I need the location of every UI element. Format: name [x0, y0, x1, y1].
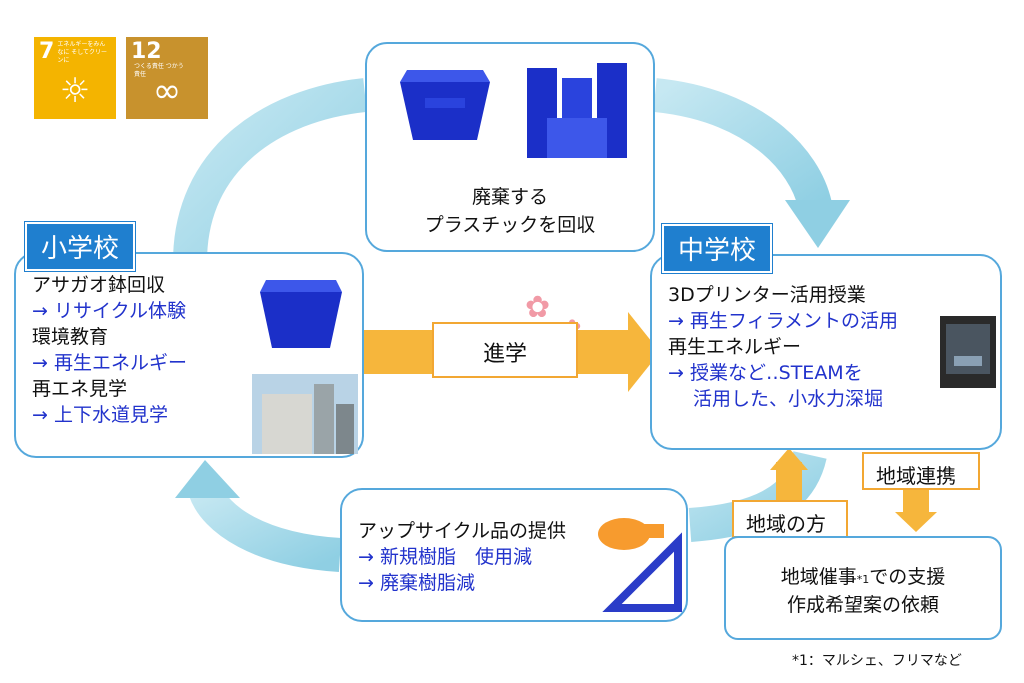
sun-icon: ☼	[59, 71, 91, 111]
stacked-pots-image	[527, 63, 627, 158]
elementary-line: 再エネ見学	[32, 378, 128, 400]
sdg-12-number: 12	[131, 39, 162, 64]
whistle-and-ruler-image	[598, 518, 682, 612]
water-facility-photo	[252, 374, 358, 454]
regional-arrow-body	[903, 485, 929, 515]
junior-high-box: 3Dプリンター活用授業 → 再生フィラメントの活用再生エネルギー → 授業など‥ST…	[650, 254, 1002, 450]
community-label: 地域の方	[732, 500, 848, 538]
elementary-line: → リサイクル体験	[32, 300, 187, 322]
community-request-box: 地域催事*1での支援 作成希望案の依頼	[724, 536, 1002, 640]
community-request-line1: 地域催事*1での支援	[780, 566, 946, 588]
plastic-collection-box: 廃棄する プラスチックを回収	[365, 42, 655, 252]
cycle-arrowhead-right	[785, 200, 850, 248]
junior-high-line: 3Dプリンター活用授業	[668, 284, 866, 306]
cycle-arc-bottom-left	[188, 483, 342, 572]
sdg-12-caption: つくる責任 つかう責任	[134, 63, 184, 78]
upcycle-line: → 新規樹脂 使用減	[358, 546, 532, 568]
plastic-collection-line1: 廃棄する	[471, 186, 548, 208]
flower-pot-image	[260, 280, 342, 348]
footnote: *1：マルシェ、フリマなど	[792, 653, 962, 669]
junior-high-line: → 再生フィラメントの活用	[668, 310, 899, 332]
elementary-school-box: アサガオ鉢回収 → リサイクル体験環境教育 → 再生エネルギー再エネ見学 → 上下水道…	[14, 252, 364, 458]
elementary-line: アサガオ鉢回収	[32, 274, 166, 296]
advance-arrowhead	[628, 312, 660, 392]
regional-arrowhead-down	[895, 512, 937, 532]
flower-pot-image	[400, 70, 490, 140]
junior-high-line: 再生エネルギー	[668, 336, 802, 358]
cycle-arc-top-left	[173, 78, 367, 263]
junior-high-text: 3Dプリンター活用授業 → 再生フィラメントの活用再生エネルギー → 授業など‥ST…	[668, 282, 898, 412]
infinity-icon: ∞	[152, 71, 182, 111]
junior-high-tag: 中学校	[662, 224, 773, 273]
elementary-line: → 上下水道見学	[32, 404, 168, 426]
sdg-7-number: 7	[39, 39, 55, 64]
plastic-collection-line2: プラスチックを回収	[424, 214, 596, 236]
elementary-school-tag: 小学校	[25, 222, 136, 271]
sdg-12-badge: 12つくる責任 つかう責任 ∞	[126, 37, 208, 119]
sdg-7-caption: エネルギーをみんなに そしてクリーンに	[57, 41, 108, 64]
elementary-line: → 再生エネルギー	[32, 352, 187, 374]
cycle-arrowhead-left	[175, 460, 240, 498]
cherry-blossom-icon: ✿	[525, 290, 551, 325]
elementary-line: 環境教育	[32, 326, 109, 348]
upcycle-text: アップサイクル品の提供 → 新規樹脂 使用減 → 廃棄樹脂減	[358, 518, 566, 596]
3d-printer-image	[940, 316, 996, 388]
cycle-arc-top-right	[653, 78, 832, 210]
community-request-line2: 作成希望案の依頼	[786, 594, 939, 616]
upcycle-line: アップサイクル品の提供	[358, 520, 567, 542]
advance-label: 進学	[432, 322, 578, 378]
junior-high-line: → 授業など‥STEAMを	[668, 362, 863, 384]
junior-high-line: 活用した、小水力深堀	[668, 388, 884, 410]
community-arrowhead-up	[770, 448, 808, 470]
elementary-text: アサガオ鉢回収 → リサイクル体験環境教育 → 再生エネルギー再エネ見学 → 上下水道…	[32, 272, 187, 428]
regional-cooperation-label: 地域連携	[862, 452, 980, 490]
upcycle-box: アップサイクル品の提供 → 新規樹脂 使用減 → 廃棄樹脂減	[340, 488, 688, 622]
upcycle-line: → 廃棄樹脂減	[358, 572, 475, 594]
